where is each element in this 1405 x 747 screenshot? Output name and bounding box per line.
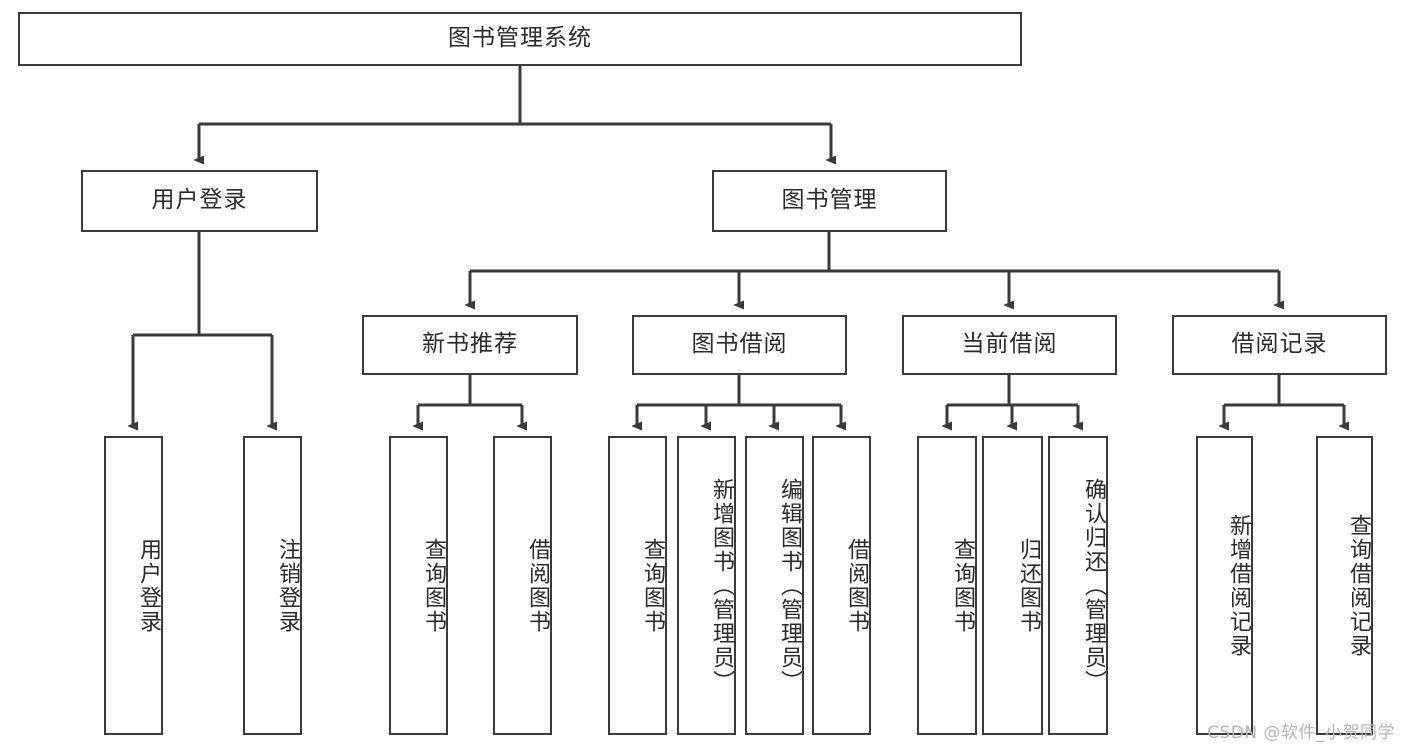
node-label: 图书管理 [781,187,878,214]
node-leaf-borrow-book-2[interactable]: 借阅图书 [812,436,871,735]
node-leaf-query-book-3[interactable]: 查询图书 [917,436,977,735]
node-new-book-recommend[interactable]: 新书推荐 [362,315,578,375]
node-label: 查询图书 [640,537,665,634]
node-label: 编辑图书（管理员） [777,477,802,694]
edges-current-borrow [947,375,1078,426]
node-label: 新增图书（管理员） [709,477,734,694]
node-label: 注销登录 [275,537,300,634]
node-label: 归还图书 [1016,537,1041,634]
node-label: 新书推荐 [422,331,518,358]
node-leaf-edit-book[interactable]: 编辑图书（管理员） [745,436,804,735]
node-leaf-user-login[interactable]: 用户登录 [104,436,163,735]
node-label: 确认归还（管理员） [1081,477,1106,694]
node-label: 借阅图书 [844,537,869,634]
node-book-manage[interactable]: 图书管理 [712,170,947,232]
node-leaf-confirm-return[interactable]: 确认归还（管理员） [1048,436,1108,735]
node-label: 借阅记录 [1231,331,1328,358]
edges-book-manage [470,232,1279,305]
node-current-borrow[interactable]: 当前借阅 [902,315,1117,375]
edges-borrow-record [1224,375,1344,426]
node-leaf-query-book-2[interactable]: 查询图书 [608,436,667,735]
node-leaf-return-book[interactable]: 归还图书 [982,436,1043,735]
edges-book-borrow [637,375,841,426]
edges-new-book-recommend [418,375,522,426]
node-label: 用户登录 [136,537,161,634]
node-leaf-add-book[interactable]: 新增图书（管理员） [677,436,736,735]
node-leaf-borrow-book-1[interactable]: 借阅图书 [493,436,552,735]
node-root-book-management-system[interactable]: 图书管理系统 [18,12,1022,66]
node-borrow-record[interactable]: 借阅记录 [1172,315,1387,375]
node-label: 查询图书 [950,537,975,634]
node-label: 图书管理系统 [448,25,592,52]
node-user-login[interactable]: 用户登录 [81,170,318,232]
edges-root [199,66,831,160]
node-label: 查询图书 [421,537,446,634]
node-label: 新增借阅记录 [1226,513,1251,658]
node-label: 当前借阅 [961,331,1058,358]
node-leaf-add-record[interactable]: 新增借阅记录 [1196,436,1253,735]
node-label: 借阅图书 [525,537,550,634]
node-label: 查询借阅记录 [1346,513,1371,658]
node-book-borrow[interactable]: 图书借阅 [632,315,847,375]
node-label: 用户登录 [151,187,248,214]
node-leaf-logout[interactable]: 注销登录 [243,436,302,735]
node-leaf-query-record[interactable]: 查询借阅记录 [1316,436,1373,735]
node-leaf-query-book-1[interactable]: 查询图书 [389,436,448,735]
csdn-watermark: CSDN @软件_小贺同学 [1207,723,1395,743]
edges-user-login [133,232,272,426]
node-label: 图书借阅 [691,331,788,358]
